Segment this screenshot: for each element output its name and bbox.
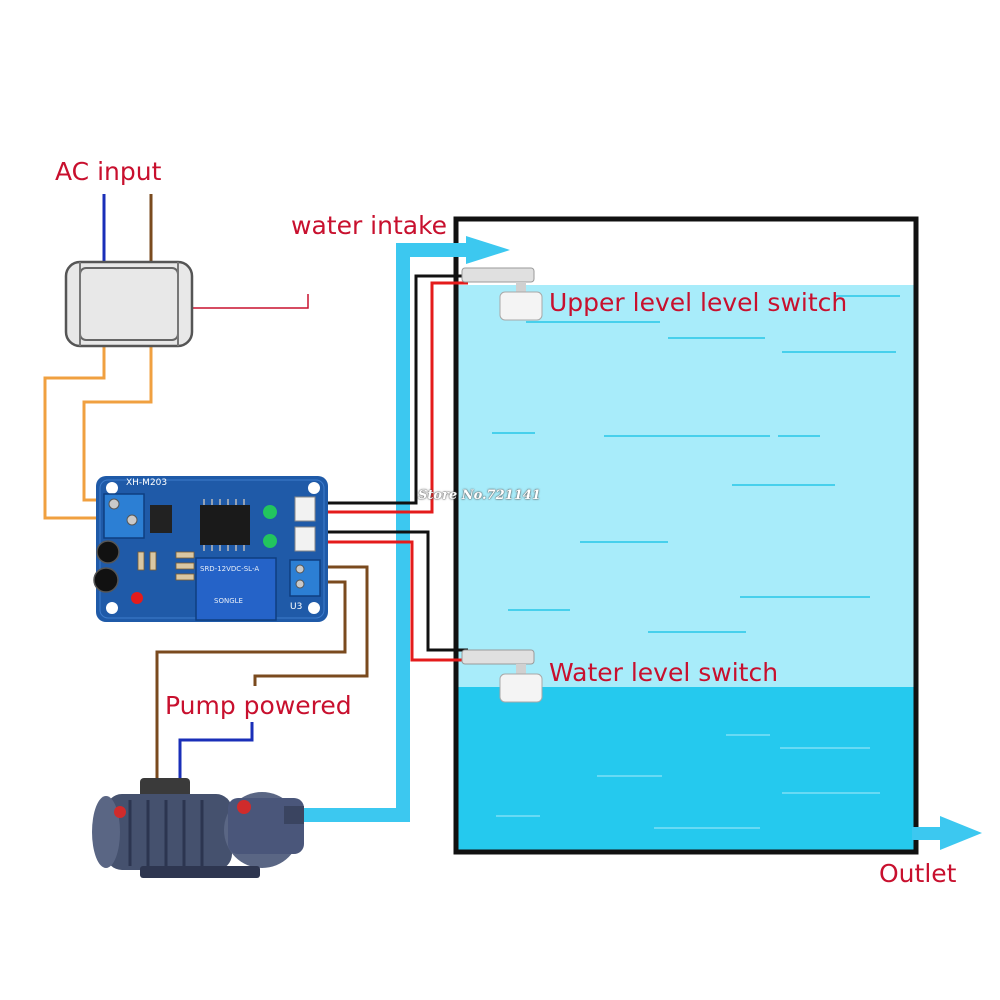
tank-upper-water: [456, 285, 916, 687]
intake-arrow-icon: [466, 236, 510, 264]
pump-powered-label: Pump powered: [165, 691, 352, 720]
water-ripples: [492, 295, 900, 633]
ac-input-label: AC input: [55, 157, 162, 186]
pump-wires: [155, 565, 369, 782]
relay-brand-label: SONGLE: [214, 597, 243, 605]
electrical-box-icon: [64, 260, 194, 348]
sensor-wires: [316, 274, 468, 662]
board-ref-label: U3: [290, 602, 303, 612]
relay-model-label: SRD-12VDC-SL-A: [200, 565, 260, 573]
board-model-label: XH-M203: [126, 478, 168, 488]
tank-lower-water: [456, 687, 916, 852]
ac-input-wires: [43, 194, 309, 520]
outlet-label: Outlet: [879, 859, 957, 888]
float-switch-icon: [461, 649, 543, 703]
upper-switch-label: Upper level level switch: [549, 288, 848, 317]
float-switch-icon: [461, 267, 543, 321]
lower-switch-label: Water level switch: [549, 658, 779, 687]
water-ripples-lower: [496, 734, 880, 829]
water-tank: [453, 216, 919, 855]
outlet-arrow-icon: [912, 816, 982, 850]
tank-outline: [453, 216, 919, 855]
store-watermark: Store No.721141: [418, 488, 541, 503]
water-pump-icon: [92, 778, 304, 878]
water-intake-label: water intake: [291, 211, 448, 240]
control-board-icon: [93, 476, 328, 622]
